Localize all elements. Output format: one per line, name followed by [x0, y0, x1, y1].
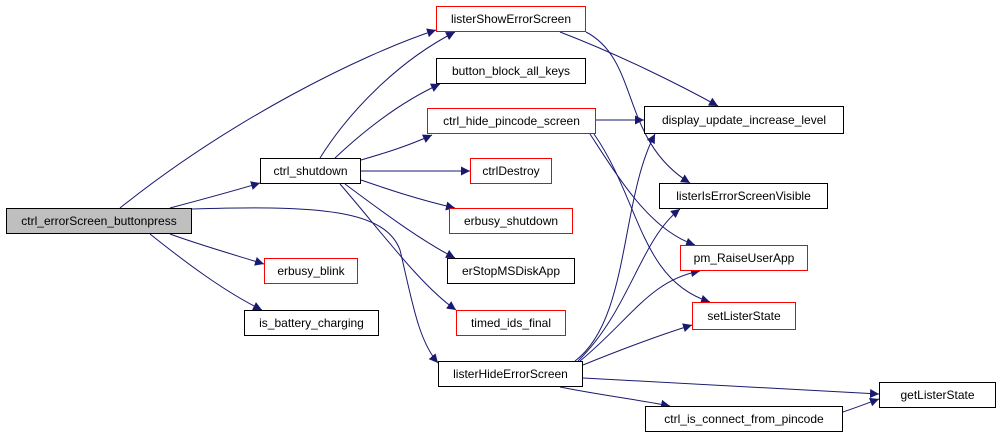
edge-ctrl_errorScreen_buttonpress-to-erbusy_blink [169, 233, 265, 266]
edge-ctrl_hide_pincode_screen-to-pm_RaiseUserApp [589, 133, 696, 247]
edge-listerShowErrorScreen-to-display_update_increase_level [559, 31, 719, 107]
edge-listerHideErrorScreen-to-listerIsErrorScreenVisible [577, 208, 681, 362]
node-ctrl-shutdown[interactable]: ctrl_shutdown [260, 158, 361, 184]
edge-listerHideErrorScreen-to-display_update_increase_level [574, 133, 656, 362]
edge-ctrl_shutdown-to-button_block_all_keys [334, 83, 441, 159]
node-timed-ids-final[interactable]: timed_ids_final [456, 310, 566, 336]
node-listerhideerrorscreen[interactable]: listerHideErrorScreen [438, 361, 583, 387]
edge-ctrl_shutdown-to-listerShowErrorScreen [319, 31, 456, 159]
node-ctrldestroy[interactable]: ctrlDestroy [470, 158, 552, 184]
edge-listerHideErrorScreen-to-pm_RaiseUserApp [579, 268, 701, 362]
edge-ctrl_hide_pincode_screen-to-setListerState [593, 133, 711, 304]
node-is-battery-charging[interactable]: is_battery_charging [244, 310, 379, 336]
edge-ctrl_errorScreen_buttonpress-to-listerHideErrorScreen [191, 207, 439, 364]
edge-ctrl_shutdown-to-ctrl_hide_pincode_screen [360, 134, 433, 161]
edge-ctrl_errorScreen_buttonpress-to-listerShowErrorScreen [119, 28, 437, 209]
node-erbusy-shutdown[interactable]: erbusy_shutdown [449, 208, 573, 234]
node-button-block-all-keys[interactable]: button_block_all_keys [436, 58, 586, 84]
node-ctrl-errorscreen-buttonpress[interactable]: ctrl_errorScreen_buttonpress [6, 208, 192, 234]
node-listershowerrorscreen[interactable]: listerShowErrorScreen [436, 6, 586, 32]
edge-listerHideErrorScreen-to-setListerState [582, 323, 693, 366]
edge-ctrl_errorScreen_buttonpress-to-ctrl_shutdown [169, 181, 261, 209]
node-ctrl-is-connect-from-pincode[interactable]: ctrl_is_connect_from_pincode [645, 406, 843, 432]
edge-listerHideErrorScreen-to-ctrl_is_connect_from_pincode [559, 386, 671, 409]
edge-ctrl_is_connect_from_pincode-to-getListerState [842, 397, 880, 413]
edge-listerHideErrorScreen-to-getListerState [582, 377, 880, 399]
edge-listerShowErrorScreen-to-listerIsErrorScreenVisible [585, 31, 691, 184]
node-ctrl-hide-pincode-screen[interactable]: ctrl_hide_pincode_screen [427, 108, 596, 134]
edge-ctrl_shutdown-to-erbusy_shutdown [360, 179, 456, 211]
edge-ctrl_shutdown-to-erStopMSDiskApp [344, 183, 456, 259]
node-setlisterstate[interactable]: setListerState [692, 302, 796, 330]
node-pm-raiseuserapp[interactable]: pm_RaiseUserApp [680, 245, 808, 271]
node-listeriserrorscreenvisible[interactable]: listerIsErrorScreenVisible [659, 183, 828, 209]
node-erstopmsdiskapp[interactable]: erStopMSDiskApp [447, 258, 575, 284]
node-display-update-increase-level[interactable]: display_update_increase_level [644, 106, 844, 134]
edge-ctrl_shutdown-to-timed_ids_final [339, 183, 457, 311]
edge-ctrl_errorScreen_buttonpress-to-is_battery_charging [149, 233, 263, 311]
node-erbusy-blink[interactable]: erbusy_blink [264, 258, 358, 284]
node-getlisterstate[interactable]: getListerState [879, 382, 996, 408]
